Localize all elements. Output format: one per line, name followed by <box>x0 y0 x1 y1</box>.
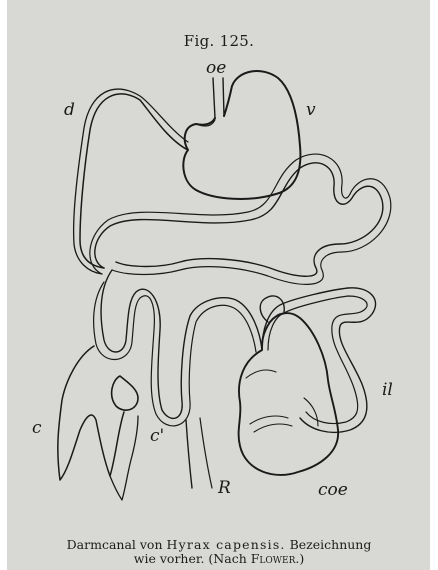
caption-text: wie vorher. (Nach <box>134 551 251 566</box>
label-il: il <box>382 380 393 400</box>
colon-fold-1 <box>250 416 288 424</box>
label-v: v <box>306 100 316 120</box>
caption-author: Flower <box>251 551 296 566</box>
caption-line-2: wie vorher. (Nach Flower.) <box>0 552 438 566</box>
label-oe: oe <box>206 58 226 78</box>
caecum-pouch <box>112 376 138 410</box>
label-d: d <box>64 100 75 120</box>
caption-text: Darmcanal von <box>67 537 167 552</box>
caecum <box>58 346 124 480</box>
caption-species: Hyrax capensis. <box>166 537 285 552</box>
rectum-inner <box>200 418 212 488</box>
oesophagus <box>213 78 224 118</box>
caption-line-1: Darmcanal von Hyrax capensis. Bezeichnun… <box>0 538 438 552</box>
label-r: R <box>218 478 231 498</box>
colon-loop <box>260 296 284 322</box>
colon-fold-2 <box>254 424 292 432</box>
rectum <box>186 420 192 488</box>
label-c-prime: c' <box>150 426 164 446</box>
label-coe: coe <box>318 480 348 500</box>
jejunum-loops <box>95 163 383 276</box>
caption-text: .) <box>295 551 304 566</box>
ileum-coils-inner <box>94 282 368 426</box>
label-c: c <box>32 418 42 438</box>
colon-enlargement <box>239 313 339 475</box>
colon-fold-4 <box>246 370 276 378</box>
figure-caption: Darmcanal von Hyrax capensis. Bezeichnun… <box>0 538 438 566</box>
caption-text: Bezeichnung <box>286 537 372 552</box>
stomach <box>183 71 300 199</box>
